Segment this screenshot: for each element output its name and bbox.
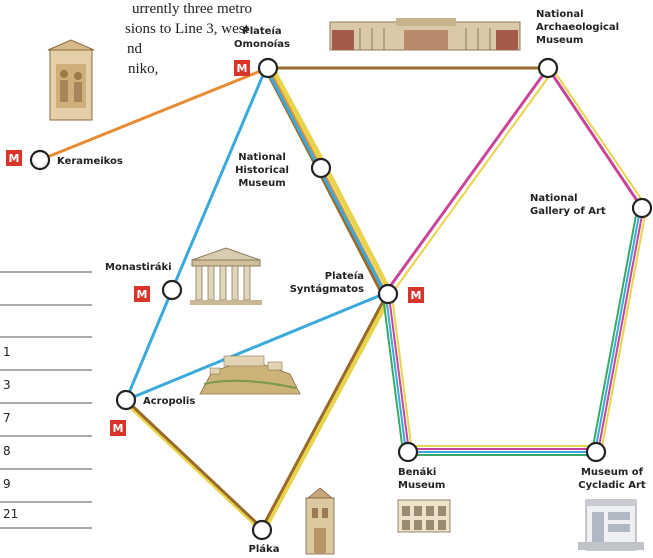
route-plaka-syntagmatos-yellow: [261, 293, 393, 533]
station-nodes: [29, 57, 653, 541]
route-benaki-cycladic: [407, 445, 597, 456]
route-syntagmatos-archaeological: [384, 66, 550, 294]
metro-icon: [134, 286, 150, 302]
intro-line-2: sions to Line 3, west: [125, 21, 249, 37]
station-node-plaka: [251, 519, 273, 541]
intro-line-3: nd: [127, 41, 142, 57]
metro-badge-kerameikos: M: [6, 150, 22, 166]
tower-illustration: [305, 487, 335, 555]
station-node-historical: [310, 157, 332, 179]
benaki-museum-illustration: [397, 499, 451, 533]
station-label-line: Pláka: [249, 543, 280, 555]
metro-icon: [408, 287, 424, 303]
station-node-kerameikos: [29, 149, 51, 171]
archaeological-museum-illustration: [329, 18, 521, 51]
station-label-line: National: [536, 9, 584, 20]
station-node-syntagmatos: [377, 283, 399, 305]
station-label-line: Omonoías: [234, 38, 290, 50]
station-label-line: Monastiráki: [105, 261, 172, 273]
station-label-line: Museum: [398, 480, 445, 491]
table-value: 7: [3, 411, 11, 425]
distance-table: 1 3 7 8 9 21: [0, 271, 92, 529]
route-acropolis-plaka: [124, 398, 264, 530]
station-label-acropolis: Acropolis: [143, 396, 195, 407]
metro-label: M: [137, 288, 148, 301]
station-label-kerameikos: Kerameikos: [57, 156, 123, 167]
station-node-monastiraki: [161, 279, 183, 301]
station-label-line: Syntágmatos: [290, 283, 364, 295]
route-gallery-cycladic: [591, 209, 647, 453]
intro-line-1: urrently three metro: [132, 1, 252, 17]
metro-icon: [6, 150, 22, 166]
metro-badge-syntagmatos: M: [408, 287, 424, 303]
station-label-line: Kerameikos: [57, 156, 123, 167]
intro-line-4: niko,: [128, 61, 159, 77]
station-node-omonoias: [257, 57, 279, 79]
station-label-line: Archaeological: [536, 22, 619, 33]
table-value: 9: [3, 477, 11, 491]
station-label-line: National: [530, 193, 578, 204]
table-value: 21: [3, 507, 18, 521]
route-archaeological-gallery: [546, 66, 644, 210]
route-lines: [38, 65, 647, 533]
station-label-line: Museum: [238, 178, 285, 189]
table-value: 1: [3, 345, 11, 359]
metro-badge-omonoias: M: [234, 60, 250, 76]
metro-badges: M M M M M: [6, 60, 424, 436]
metro-badge-acropolis: M: [110, 420, 126, 436]
station-label-line: Acropolis: [143, 396, 195, 407]
station-label-monastiraki: Monastiráki: [105, 261, 172, 273]
metro-label: M: [9, 152, 20, 165]
metro-badge-monastiraki: M: [134, 286, 150, 302]
station-label-line: Gallery of Art: [530, 206, 606, 217]
station-label-cycladic: Museum of Cycladic Art: [578, 467, 646, 491]
route-acropolis-syntagmatos: [124, 291, 388, 402]
station-node-benaki: [397, 441, 419, 463]
route-syntagmatos-benaki: [382, 295, 413, 453]
station-label-line: Plateía: [325, 270, 364, 282]
station-label-plaka: Pláka: [249, 543, 280, 555]
station-node-cycladic: [585, 441, 607, 463]
station-node-acropolis: [115, 389, 137, 411]
station-label-line: Museum of: [581, 467, 644, 478]
table-value: 3: [3, 378, 11, 392]
station-label-line: Historical: [235, 165, 289, 176]
metro-label: M: [113, 422, 124, 435]
route-omonoias-syntagmatos-blue: [264, 66, 387, 295]
cycladic-museum-illustration: [578, 499, 644, 551]
table-value: 8: [3, 444, 11, 458]
route-plaka-syntagmatos: [260, 292, 389, 530]
station-node-gallery: [631, 197, 653, 219]
grave-relief-illustration: [47, 39, 95, 121]
metro-label: M: [411, 289, 422, 302]
metro-icon: [234, 60, 250, 76]
station-label-line: Museum: [536, 35, 583, 46]
acropolis-illustration: [199, 355, 301, 395]
station-label-line: National: [238, 152, 286, 163]
station-label-line: Cycladic Art: [578, 480, 646, 491]
station-label-line: Plateía: [242, 25, 281, 37]
metro-label: M: [237, 62, 248, 75]
landmark-illustrations: [47, 18, 644, 555]
temple-illustration: [190, 247, 262, 305]
metro-icon: [110, 420, 126, 436]
station-label-line: Benáki: [398, 466, 436, 478]
station-node-archaeological: [537, 57, 559, 79]
route-kerameikos-omonoias: [38, 66, 270, 162]
